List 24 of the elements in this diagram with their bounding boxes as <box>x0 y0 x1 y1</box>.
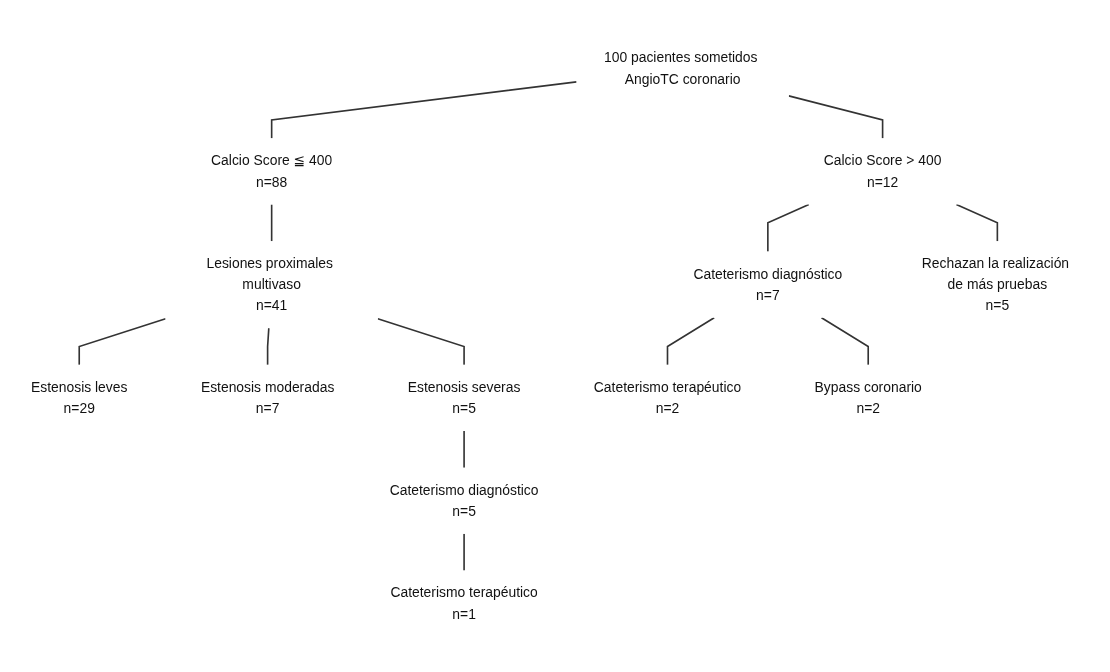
node-text: Cateterismo diagnóstico n=5 <box>389 482 539 519</box>
node-text: Lesiones proximales multivaso n=41 <box>206 255 333 313</box>
connector <box>270 203 273 242</box>
node-text: Estenosis severas n=5 <box>407 379 521 416</box>
node-text: 100 pacientes sometidos AngioTC coronario <box>603 50 758 87</box>
node-text: Estenosis moderadas n=7 <box>200 379 335 416</box>
node-text: Cateterismo diagnóstico n=7 <box>693 266 843 303</box>
node-text: Estenosis leves n=29 <box>31 379 128 416</box>
connector <box>955 203 999 242</box>
connector <box>820 316 870 366</box>
connector <box>463 430 465 469</box>
connector <box>266 327 270 366</box>
connector <box>666 316 715 366</box>
node-text: Cateterismo terapéutico n=1 <box>390 585 538 622</box>
connector <box>376 317 465 366</box>
connector <box>463 532 465 572</box>
connector <box>787 94 884 140</box>
node-text: Calcio Score > 400 n=12 <box>823 152 942 190</box>
node-text: Cateterismo terapéutico n=2 <box>593 379 742 416</box>
node-text: Rechazan la realización de más pruebas n=5 <box>921 255 1070 313</box>
connector <box>78 317 167 366</box>
node-text: Bypass coronario n=2 <box>814 379 922 416</box>
connector <box>270 80 578 140</box>
node-text: Calcio Score ≦ 400 n=88 <box>211 152 333 190</box>
